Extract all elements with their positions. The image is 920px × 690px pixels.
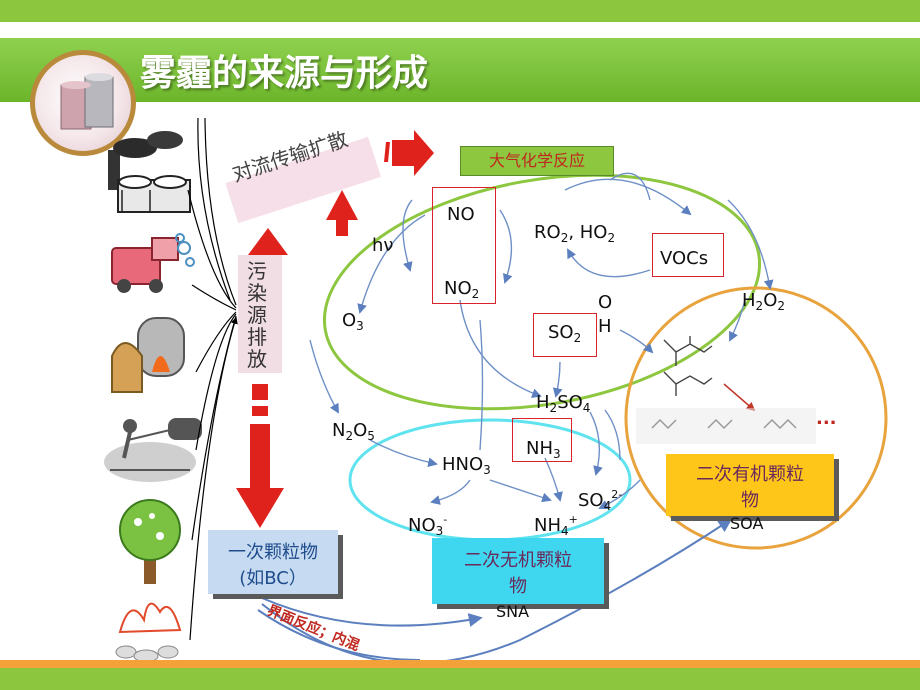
sna-label: SNA	[496, 602, 530, 621]
ro2-ho2-label: RO2, HO2	[534, 222, 616, 245]
factory-icon	[108, 131, 191, 213]
no3-ion-label: NO3-	[408, 513, 448, 538]
reaction-arrows	[309, 172, 774, 510]
nh3-box	[512, 418, 572, 462]
primary-example: (如BC）	[239, 568, 307, 589]
emission-text: 污染源排放	[247, 259, 267, 371]
bottom-accent-bar	[0, 668, 920, 690]
tree-icon	[119, 499, 181, 584]
h2o2-label: H2O2	[742, 290, 785, 313]
so2-box	[533, 313, 597, 357]
so4-label: SO42-	[578, 488, 623, 513]
atmospheric-ellipse	[322, 173, 762, 411]
source-funnel-lines	[187, 117, 238, 641]
emission-label: 污染源排放	[247, 260, 273, 370]
nh3-label: NH3	[526, 438, 561, 461]
nh4-ion-label: NH4+	[534, 513, 578, 538]
vocs-label: VOCs	[660, 248, 709, 269]
inorganic-title-1: 二次无机颗粒	[464, 550, 572, 571]
so2-label: SO2	[548, 322, 582, 345]
top-accent-bar	[0, 0, 920, 22]
slide-title: 雾霾的来源与形成	[140, 53, 429, 94]
truck-icon	[111, 233, 195, 293]
red-arrows	[236, 130, 434, 528]
h2so4-label: H2SO4	[536, 392, 591, 415]
n2o5-label: N2O5	[332, 420, 375, 443]
photo-cans-icon	[30, 50, 136, 156]
hno3-label: HNO3	[442, 454, 491, 477]
no-label: NO	[447, 204, 475, 225]
organic-title-2: 物	[741, 490, 759, 511]
organic-title-1: 二次有机颗粒	[696, 464, 804, 485]
organic-circle	[624, 286, 888, 550]
interface-curves	[257, 518, 733, 665]
atm-chem-label: 大气化学反应	[460, 146, 614, 176]
oh-o-label: O	[598, 292, 613, 313]
ellipsis-label: ...	[816, 408, 837, 429]
bottom-orange-strip	[0, 660, 920, 668]
primary-particle-box: 一次颗粒物 (如BC）	[208, 530, 338, 594]
stove-icon	[111, 317, 185, 393]
no2-label: NO2	[444, 278, 480, 301]
secondary-inorganic-box: 二次无机颗粒 物	[432, 538, 604, 604]
soa-label: SOA	[730, 514, 764, 533]
secondary-organic-box: 二次有机颗粒 物	[666, 454, 834, 516]
plowing-farmer-icon	[104, 418, 202, 482]
o3-label: O3	[342, 310, 364, 333]
emission-box	[238, 255, 282, 373]
atm-chem-text: 大气化学反应	[488, 151, 585, 170]
reaction-arrow	[723, 383, 756, 412]
inorganic-title-2: 物	[509, 576, 527, 597]
fire-icon	[115, 602, 182, 663]
vocs-box	[652, 233, 724, 277]
oh-h-label: H	[598, 316, 612, 337]
transport-box	[225, 136, 381, 224]
nox-box	[432, 187, 496, 304]
hv-label: hν	[372, 235, 394, 256]
title-bar	[0, 38, 920, 102]
primary-title: 一次颗粒物	[228, 542, 318, 563]
product-band	[636, 408, 816, 444]
